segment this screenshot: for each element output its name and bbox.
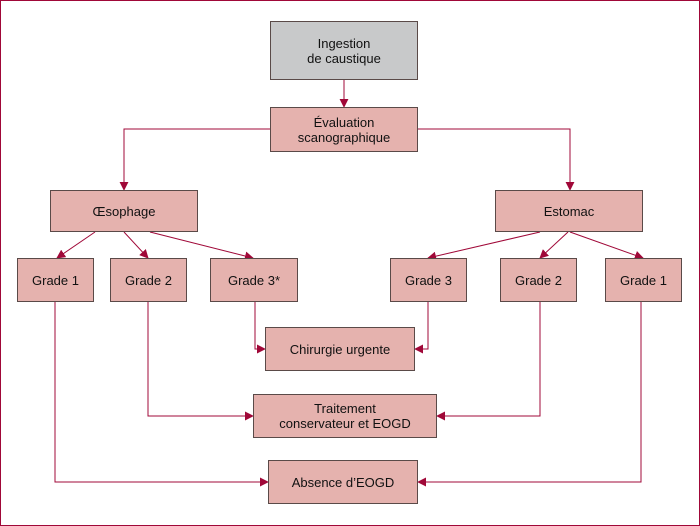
edge-oesophage-to-oeso-grade1 <box>56 231 96 259</box>
node-esto-grade2: Grade 2 <box>500 258 577 302</box>
node-chirurgie: Chirurgie urgente <box>265 327 415 371</box>
edge-evaluation-to-oesophage <box>119 128 270 191</box>
edge-oeso-grade3-to-chirurgie <box>254 302 266 354</box>
edge-oeso-grade2-to-traitement <box>147 302 254 421</box>
node-evaluation: Évaluation scanographique <box>270 107 418 152</box>
node-oeso-grade3: Grade 3* <box>210 258 298 302</box>
edge-esto-grade3-to-chirurgie <box>414 302 429 354</box>
node-estomac: Estomac <box>495 190 643 232</box>
edge-oesophage-to-oeso-grade2 <box>123 231 149 259</box>
node-absence: Absence d’EOGD <box>268 460 418 504</box>
edge-esto-grade2-to-traitement <box>436 302 541 421</box>
edge-esto-grade1-to-absence <box>417 302 642 487</box>
node-oeso-grade2: Grade 2 <box>110 258 187 302</box>
node-esto-grade1: Grade 1 <box>605 258 682 302</box>
node-oesophage: Œsophage <box>50 190 198 232</box>
node-traitement: Traitement conservateur et EOGD <box>253 394 437 438</box>
node-oeso-grade1: Grade 1 <box>17 258 94 302</box>
edge-oeso-grade1-to-absence <box>54 302 269 487</box>
edge-estomac-to-esto-grade3 <box>427 231 541 261</box>
node-esto-grade3: Grade 3 <box>390 258 467 302</box>
edge-evaluation-to-estomac <box>418 128 575 191</box>
edge-group <box>54 80 644 487</box>
edge-oesophage-to-oeso-grade3 <box>149 231 254 261</box>
edge-estomac-to-esto-grade1 <box>569 231 644 260</box>
edge-estomac-to-esto-grade2 <box>539 231 569 259</box>
node-ingestion: Ingestion de caustique <box>270 21 418 80</box>
